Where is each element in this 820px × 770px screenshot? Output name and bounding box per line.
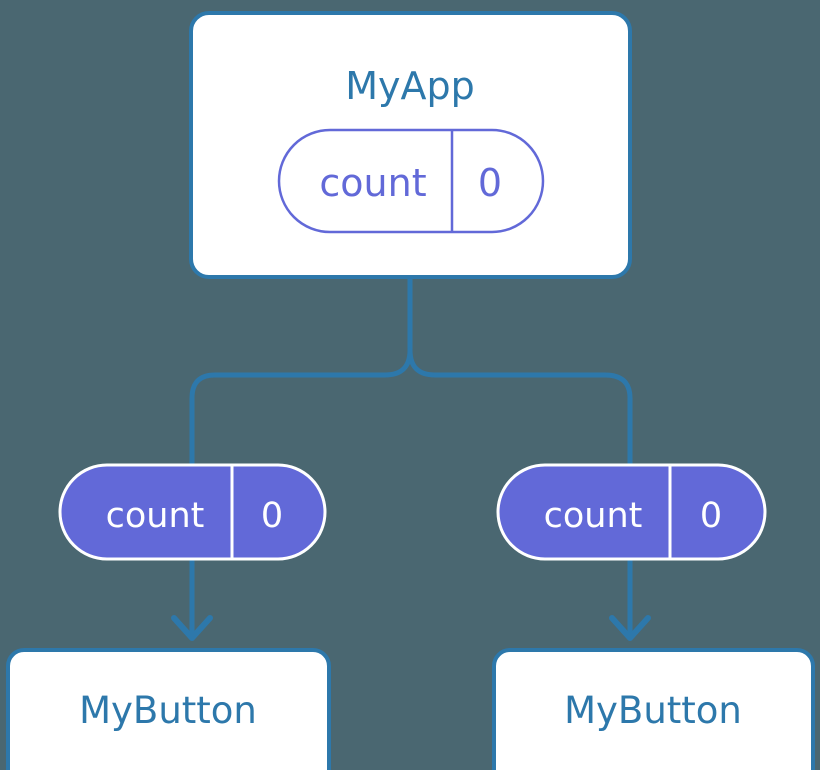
node-mybutton-left[interactable]: MyButton (6, 648, 331, 770)
state-pill-key: count (319, 161, 426, 205)
prop-pill-left[interactable]: count 0 (58, 463, 327, 561)
node-myapp[interactable]: MyApp count 0 (189, 11, 632, 279)
mybutton-left-label: MyButton (79, 689, 257, 732)
arrow-head-right-icon (609, 615, 651, 641)
prop-pill-right-value: 0 (700, 496, 722, 536)
mybutton-right-label: MyButton (564, 689, 742, 732)
arrow-head-left-icon (171, 615, 213, 641)
connector-split-right (407, 347, 633, 468)
state-pill-body[interactable] (277, 128, 545, 234)
prop-pill-right[interactable]: count 0 (496, 463, 767, 561)
mybutton-left-card[interactable] (6, 648, 331, 770)
myapp-state-pill[interactable]: count 0 (277, 128, 545, 234)
prop-pill-left-value: 0 (261, 496, 283, 536)
prop-pill-right-body[interactable] (496, 463, 767, 561)
mybutton-right-card[interactable] (492, 648, 815, 770)
prop-pill-left-key: count (106, 496, 205, 536)
connector-split-left (189, 347, 413, 468)
myapp-label: MyApp (345, 64, 475, 108)
state-pill-value: 0 (478, 161, 502, 205)
prop-pill-left-body[interactable] (58, 463, 327, 561)
node-mybutton-right[interactable]: MyButton (492, 648, 815, 770)
prop-pill-right-key: count (544, 496, 643, 536)
